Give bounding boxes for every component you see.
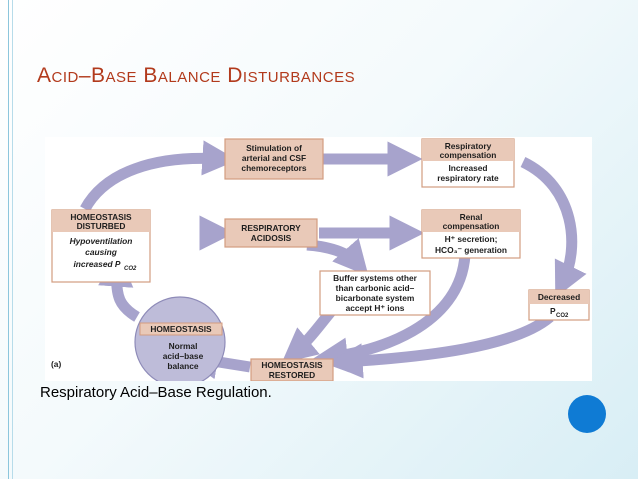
renal-head-2: compensation xyxy=(443,221,500,231)
disturbed-head-1: HOMEOSTASIS xyxy=(70,212,132,222)
homeostasis-body-2: acid–base xyxy=(163,351,204,361)
stimulation-line-1: Stimulation of xyxy=(246,143,302,153)
renal-body-1: H⁺ secretion; xyxy=(445,234,498,244)
node-stimulation: Stimulation of arterial and CSF chemorec… xyxy=(224,138,324,180)
node-buffer-systems: Buffer systems other than carbonic acid–… xyxy=(319,270,431,316)
renal-head-1: Renal xyxy=(460,212,483,222)
resp-comp-head-1: Respiratory xyxy=(445,141,492,151)
node-respiratory-compensation: Respiratory compensation Increased respi… xyxy=(421,138,515,188)
node-homeostasis: HOMEOSTASIS Normal acid–base balance xyxy=(134,296,226,381)
left-border-line-inner xyxy=(12,0,13,479)
disturbed-head-2: DISTURBED xyxy=(77,221,126,231)
disturbed-body-1: Hypoventilation xyxy=(70,236,133,246)
decreased-body: P xyxy=(550,306,556,316)
disturbed-body-2: causing xyxy=(85,247,117,257)
resp-comp-head-2: compensation xyxy=(440,150,497,160)
node-homeostasis-restored: HOMEOSTASIS RESTORED xyxy=(250,358,334,381)
left-border-line xyxy=(8,0,9,479)
decorative-blue-dot xyxy=(568,395,606,433)
arrow-resp-comp-to-decreased xyxy=(520,157,587,298)
decreased-subscript: CO2 xyxy=(556,313,569,319)
restored-line-2: RESTORED xyxy=(269,370,315,380)
decreased-head: Decreased xyxy=(538,292,580,302)
node-renal-compensation: Renal compensation H⁺ secretion; HCO₃⁻ g… xyxy=(421,209,521,259)
homeostasis-body-3: balance xyxy=(167,361,199,371)
resp-comp-body-2: respiratory rate xyxy=(437,173,499,183)
arrow-acidosis-to-buffer xyxy=(306,238,369,277)
diagram-caption: Respiratory Acid–Base Regulation. xyxy=(40,384,272,401)
arrow-disturbed-to-stimulation xyxy=(80,140,238,212)
stimulation-line-3: chemoreceptors xyxy=(241,163,307,173)
buffer-line-4: accept H⁺ ions xyxy=(346,303,405,313)
acid-base-diagram: Stimulation of arterial and CSF chemorec… xyxy=(51,138,590,381)
acidosis-line-2: ACIDOSIS xyxy=(251,233,292,243)
disturbed-subscript: CO2 xyxy=(124,266,137,272)
arrow-decreased-to-restored xyxy=(327,312,554,379)
homeostasis-body-1: Normal xyxy=(169,341,198,351)
buffer-line-2: than carbonic acid– xyxy=(336,283,415,293)
disturbed-body-3: increased P xyxy=(73,259,120,269)
node-homeostasis-disturbed: HOMEOSTASIS DISTURBED Hypoventilation ca… xyxy=(51,209,151,283)
diagram-frame: Stimulation of arterial and CSF chemorec… xyxy=(45,137,592,381)
acidosis-line-1: RESPIRATORY xyxy=(241,223,301,233)
slide-title: Acid–Base Balance Disturbances xyxy=(37,64,356,87)
buffer-line-1: Buffer systems other xyxy=(333,273,418,283)
restored-line-1: HOMEOSTASIS xyxy=(261,360,323,370)
resp-comp-body-1: Increased xyxy=(448,163,487,173)
node-respiratory-acidosis: RESPIRATORY ACIDOSIS xyxy=(224,218,318,248)
buffer-line-3: bicarbonate system xyxy=(336,293,415,303)
renal-body-2: HCO₃⁻ generation xyxy=(435,245,507,255)
homeostasis-head: HOMEOSTASIS xyxy=(150,324,212,334)
node-decreased-pco2: Decreased P CO2 xyxy=(528,289,590,321)
stimulation-line-2: arterial and CSF xyxy=(242,153,306,163)
panel-label: (a) xyxy=(51,359,61,369)
